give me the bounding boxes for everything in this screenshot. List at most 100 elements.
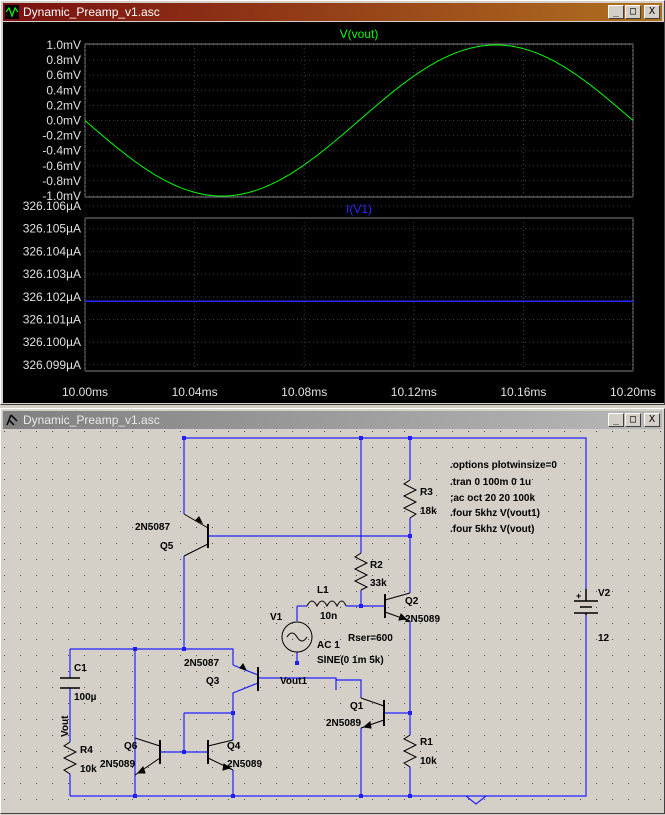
waveform-icon bbox=[5, 5, 19, 19]
y-tick-label: -0.8mV bbox=[42, 174, 81, 188]
close-button[interactable]: X bbox=[644, 413, 660, 427]
directive-line[interactable]: .four 5khz V(vout) bbox=[450, 524, 534, 535]
x-tick-label: 10.12ms bbox=[391, 385, 437, 399]
q4-model: 2N5089 bbox=[227, 759, 262, 770]
v2-name: V2 bbox=[598, 588, 611, 599]
q6-model: 2N5089 bbox=[100, 759, 135, 770]
bottom-pane-y-ticks: 326.106µA 326.105µA 326.104µA 326.103µA 326.… bbox=[23, 199, 81, 372]
q3-name: Q3 bbox=[206, 676, 220, 687]
v2-value: 12 bbox=[598, 633, 610, 644]
y-tick-label: 326.105µA bbox=[23, 222, 81, 236]
q5-model: 2N5087 bbox=[135, 522, 170, 533]
r1-resistor[interactable] bbox=[402, 734, 418, 768]
ground-symbol[interactable] bbox=[465, 795, 487, 805]
q4-transistor[interactable] bbox=[207, 739, 234, 771]
minimize-button[interactable]: _ bbox=[608, 5, 624, 19]
q6-name: Q6 bbox=[124, 741, 138, 752]
x-tick-label: 10.20ms bbox=[610, 385, 656, 399]
vout-trace bbox=[84, 44, 634, 197]
r4-resistor[interactable] bbox=[62, 741, 78, 775]
bottom-trace-label[interactable]: I(V1) bbox=[346, 202, 372, 216]
minimize-button[interactable]: _ bbox=[608, 413, 624, 427]
r3-resistor[interactable] bbox=[402, 479, 418, 519]
bottom-pane-grid bbox=[84, 205, 634, 371]
q2-model: 2N5089 bbox=[405, 614, 440, 625]
q1-model: 2N5089 bbox=[326, 718, 361, 729]
y-tick-label: 0.4mV bbox=[46, 83, 81, 97]
v2-plus: + bbox=[576, 591, 581, 601]
spice-directives[interactable]: .options plotwinsize=0 .tran 0 100m 0 1u… bbox=[450, 460, 557, 535]
v1-source[interactable] bbox=[281, 621, 313, 653]
vout-label[interactable]: Vout bbox=[60, 715, 71, 737]
schematic-canvas[interactable]: 2N5087 Q5 R3 18k R2 33k L1 10n Q2 2N5089… bbox=[4, 431, 661, 811]
q6-transistor[interactable] bbox=[134, 737, 161, 776]
schematic-window-titlebar[interactable]: Dynamic_Preamp_v1.asc _ □ X bbox=[3, 411, 662, 429]
q3-model: 2N5087 bbox=[184, 658, 219, 669]
plot-window-titlebar[interactable]: Dynamic_Preamp_v1.asc _ □ X bbox=[3, 3, 662, 21]
v1-name: V1 bbox=[270, 612, 283, 623]
y-tick-label: 326.104µA bbox=[23, 244, 81, 258]
r1-name: R1 bbox=[420, 737, 433, 748]
v1-ac: AC 1 bbox=[317, 640, 340, 651]
r2-value: 33k bbox=[370, 578, 387, 589]
plot-window-title: Dynamic_Preamp_v1.asc bbox=[23, 5, 160, 19]
y-tick-label: 326.099µA bbox=[23, 358, 81, 372]
r3-name: R3 bbox=[420, 487, 433, 498]
schematic-icon bbox=[6, 414, 18, 426]
y-tick-label: 0.0mV bbox=[46, 114, 81, 128]
l1-value: 10n bbox=[320, 611, 337, 622]
y-tick-label: 0.6mV bbox=[46, 68, 81, 82]
v1-sine: SINE(0 1m 5k) bbox=[317, 655, 384, 666]
directive-line[interactable]: .four 5khz V(vout1) bbox=[450, 508, 540, 519]
y-tick-label: 0.8mV bbox=[46, 53, 81, 67]
c1-name: C1 bbox=[74, 663, 87, 674]
l1-name: L1 bbox=[317, 585, 329, 596]
y-tick-label: 326.101µA bbox=[23, 313, 81, 327]
schematic-window-title: Dynamic_Preamp_v1.asc bbox=[23, 413, 160, 427]
y-tick-label: -0.4mV bbox=[42, 144, 81, 158]
directive-line[interactable]: .tran 0 100m 0 1u bbox=[450, 477, 531, 488]
directive-line[interactable]: .options plotwinsize=0 bbox=[450, 460, 557, 471]
y-tick-label: 0.2mV bbox=[46, 98, 81, 112]
bottom-pane-frame bbox=[84, 217, 634, 372]
y-tick-label: 326.102µA bbox=[23, 290, 81, 304]
y-tick-label: 326.106µA bbox=[23, 199, 81, 213]
q3-transistor[interactable] bbox=[239, 663, 259, 691]
v2-battery[interactable] bbox=[574, 589, 598, 615]
q5-transistor[interactable] bbox=[183, 513, 209, 557]
c1-value: 100µ bbox=[74, 692, 97, 703]
schematic-drawing[interactable]: 2N5087 Q5 R3 18k R2 33k L1 10n Q2 2N5089… bbox=[4, 431, 661, 811]
q1-transistor[interactable] bbox=[360, 697, 385, 729]
q2-transistor[interactable] bbox=[384, 592, 411, 622]
directive-line[interactable]: ;ac oct 20 20 100k bbox=[450, 493, 535, 504]
y-tick-label: 1.0mV bbox=[46, 38, 81, 52]
q1-name: Q1 bbox=[350, 701, 364, 712]
y-tick-label: -0.6mV bbox=[42, 159, 81, 173]
x-tick-label: 10.00ms bbox=[62, 385, 108, 399]
close-button[interactable]: X bbox=[644, 5, 660, 19]
y-tick-label: 326.103µA bbox=[23, 267, 81, 281]
r1-value: 10k bbox=[420, 756, 437, 767]
dot-grid bbox=[4, 431, 661, 811]
q2-name: Q2 bbox=[405, 596, 419, 607]
q4-name: Q4 bbox=[227, 741, 241, 752]
r4-name: R4 bbox=[80, 745, 93, 756]
c1-capacitor[interactable] bbox=[60, 677, 80, 689]
y-tick-label: -1.0mV bbox=[42, 189, 81, 203]
y-tick-label: 326.100µA bbox=[23, 335, 81, 349]
vout1-label[interactable]: Vout1 bbox=[280, 676, 307, 687]
l1-inductor[interactable] bbox=[306, 600, 347, 608]
y-tick-label: -0.2mV bbox=[42, 129, 81, 143]
maximize-button[interactable]: □ bbox=[625, 5, 641, 19]
top-trace-label[interactable]: V(vout) bbox=[340, 27, 379, 41]
r2-resistor[interactable] bbox=[353, 552, 369, 591]
r4-value: 10k bbox=[80, 764, 97, 775]
x-tick-label: 10.04ms bbox=[172, 385, 218, 399]
maximize-button[interactable]: □ bbox=[625, 413, 641, 427]
x-tick-label: 10.08ms bbox=[281, 385, 327, 399]
